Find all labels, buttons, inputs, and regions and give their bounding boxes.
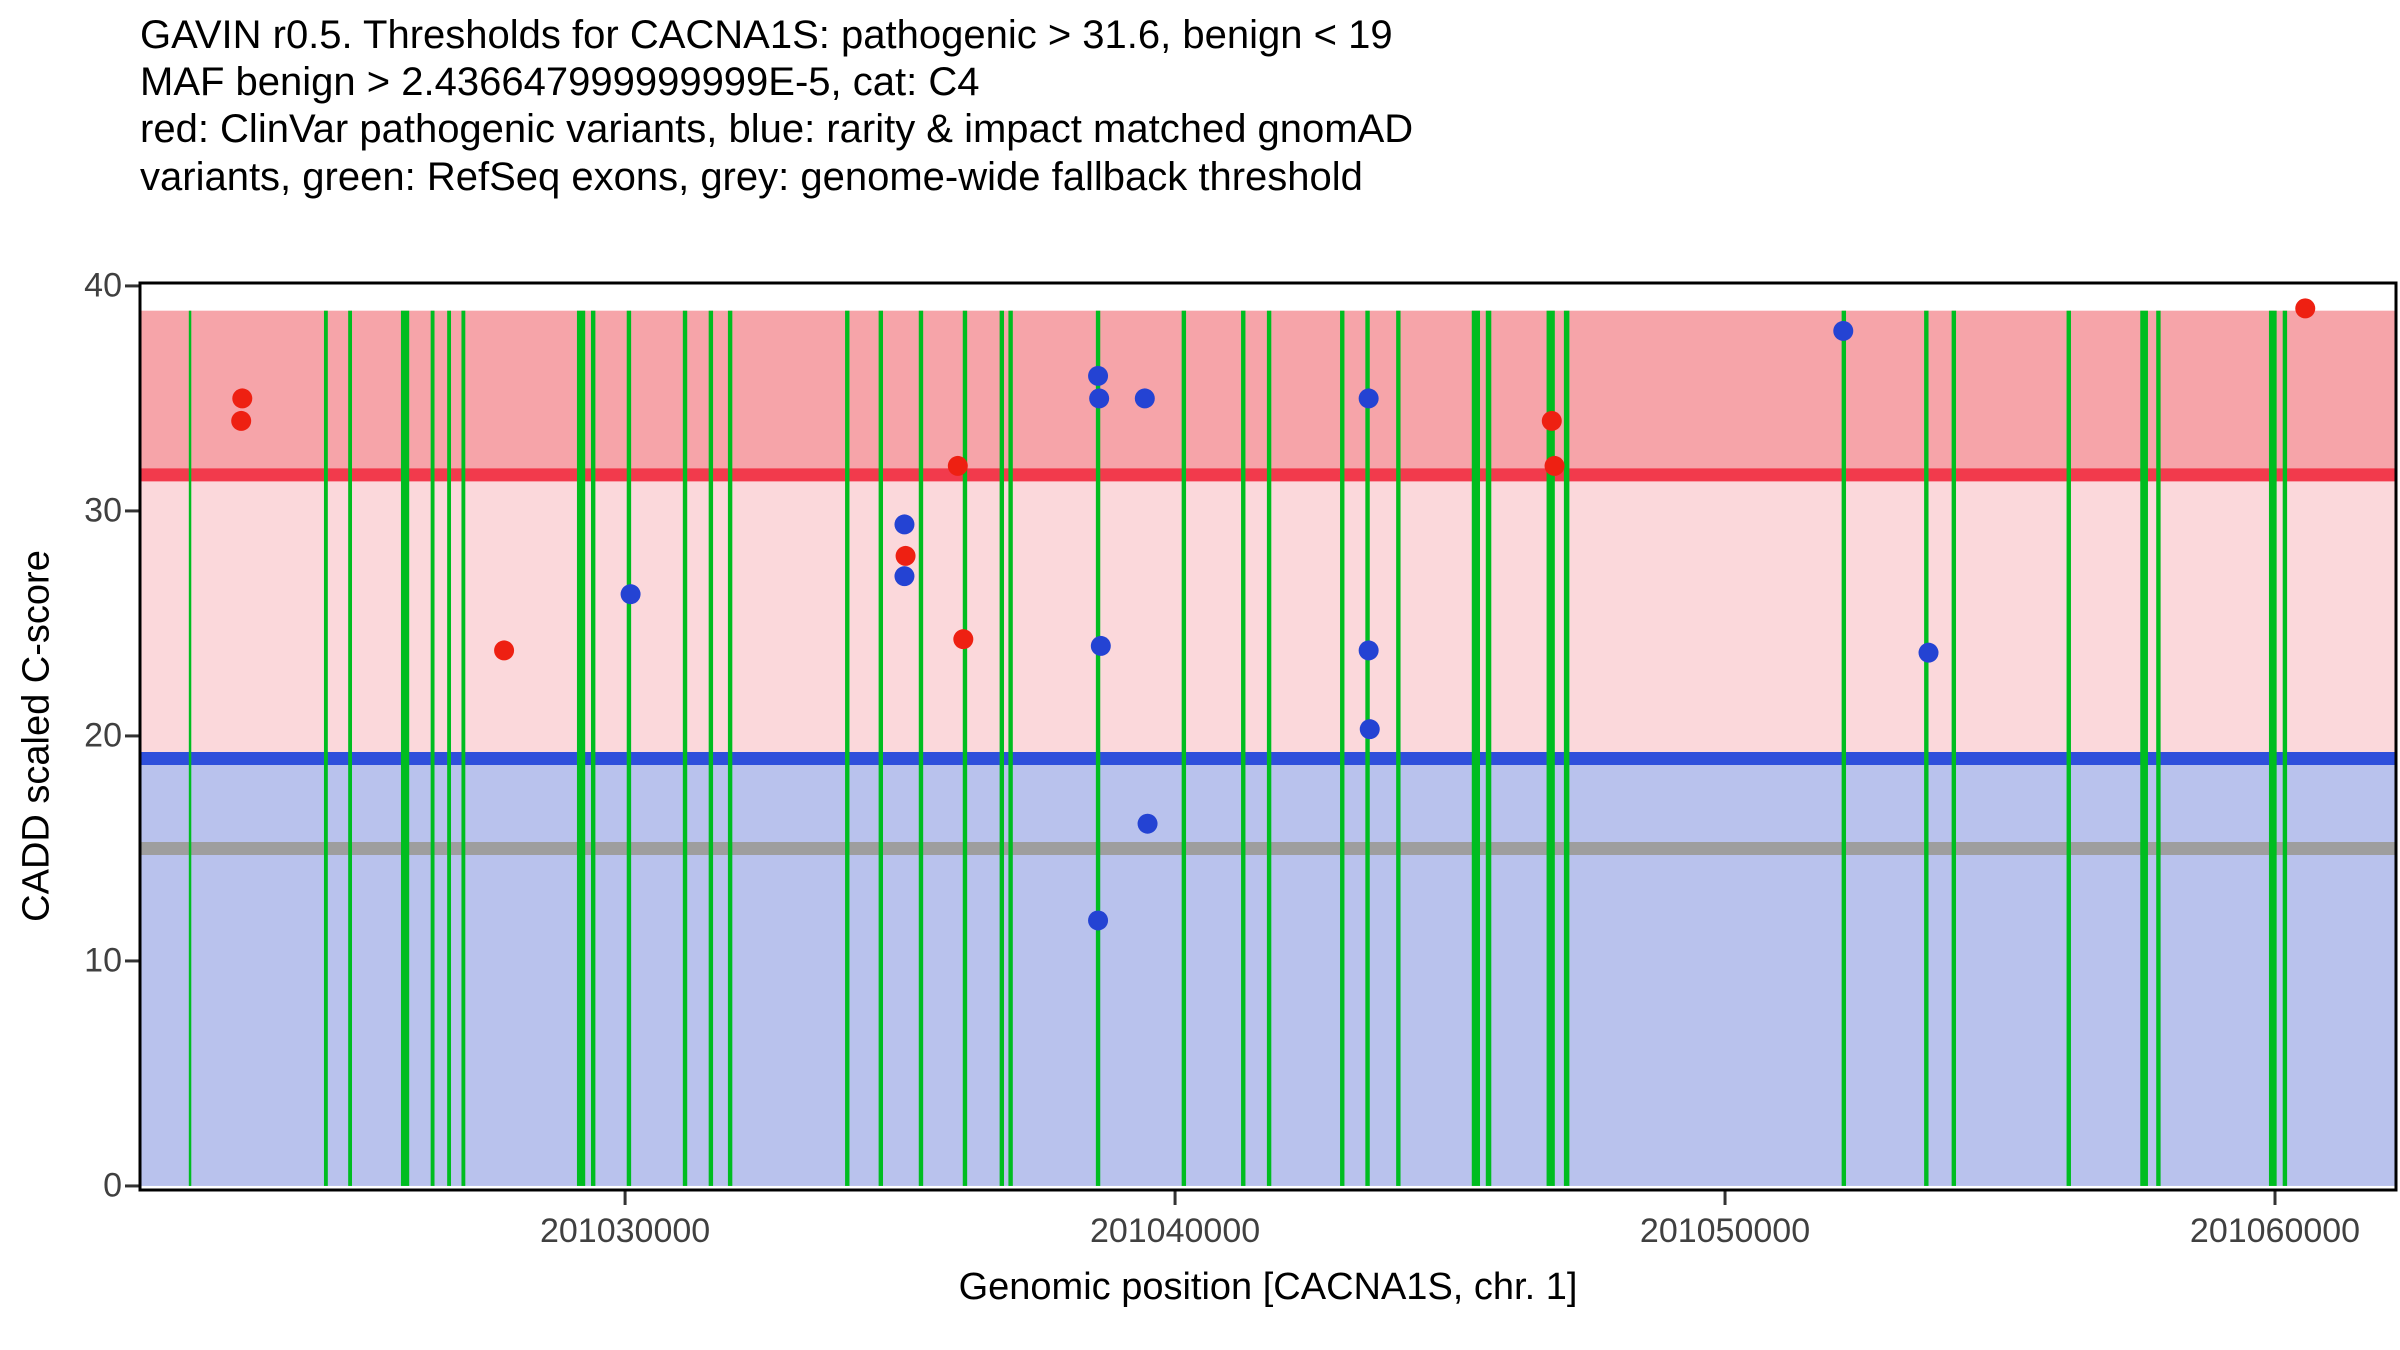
clinvar-pathogenic-point (494, 640, 515, 661)
chart-title-line-4: variants, green: RefSeq exons, grey: gen… (140, 154, 1363, 199)
exon-line (188, 310, 192, 1186)
exon-line (2066, 310, 2071, 1186)
gnomad-matched-point (1358, 388, 1379, 409)
y-axis-tick-label: 30 (84, 491, 122, 530)
exon-line (999, 310, 1005, 1186)
exon-line (708, 310, 714, 1186)
exon-line (1396, 310, 1401, 1186)
exon-line (962, 310, 968, 1186)
exon-line (576, 310, 586, 1186)
exon-line (1241, 310, 1246, 1186)
exon-line (2140, 310, 2148, 1186)
gnomad-matched-point (1089, 388, 1110, 409)
exon-line (1008, 310, 1013, 1186)
exon-line (682, 310, 688, 1186)
clinvar-pathogenic-point (1541, 410, 1562, 431)
x-axis-title: Genomic position [CACNA1S, chr. 1] (958, 1266, 1578, 1308)
y-axis-tick-label: 10 (84, 941, 122, 980)
x-axis-tick-label: 201050000 (1639, 1212, 1811, 1250)
exon-line (1471, 310, 1481, 1186)
gnomad-matched-point (1918, 642, 1939, 663)
exon-line (1841, 310, 1847, 1186)
exon-line (1546, 310, 1555, 1186)
exon-line (1485, 310, 1492, 1186)
exon-line (1951, 310, 1957, 1186)
exon-line (878, 310, 884, 1186)
gnomad-matched-point (1090, 635, 1111, 656)
exon-line (461, 310, 466, 1186)
clinvar-pathogenic-point (2295, 298, 2316, 319)
exon-line (1365, 310, 1370, 1186)
gnomad-matched-point (1359, 719, 1380, 740)
exon-line (727, 310, 733, 1186)
exon-line (2156, 310, 2161, 1186)
exon-line (2268, 310, 2277, 1186)
exon-line (1266, 310, 1272, 1186)
chart-title-line-2: MAF benign > 2.436647999999999E-5, cat: … (140, 60, 980, 105)
exon-line (1181, 310, 1187, 1186)
clinvar-pathogenic-point (1544, 455, 1565, 476)
gnomad-matched-point (1088, 365, 1109, 386)
exon-line (918, 310, 924, 1186)
gnomad-matched-point (894, 514, 915, 535)
exon-line (626, 310, 632, 1186)
x-axis-tick-label: 201060000 (2189, 1212, 2361, 1250)
y-axis-tick-label: 0 (103, 1166, 122, 1205)
exon-line (1095, 310, 1101, 1186)
gnomad-matched-point (894, 566, 915, 587)
chart-title-line-1: GAVIN r0.5. Thresholds for CACNA1S: path… (140, 13, 1393, 57)
exon-line (845, 310, 850, 1186)
gnomad-matched-point (620, 584, 641, 605)
clinvar-pathogenic-point (232, 388, 253, 409)
exon-line (1924, 310, 1929, 1186)
gnomad-matched-point (1833, 320, 1854, 341)
clinvar-pathogenic-point (953, 629, 974, 650)
exon-line (348, 310, 353, 1186)
x-axis-tick-label: 201030000 (539, 1212, 711, 1250)
exon-line (2282, 310, 2288, 1186)
y-axis-tick-label: 20 (84, 716, 122, 755)
clinvar-pathogenic-point (947, 455, 968, 476)
gnomad-matched-point (1358, 640, 1379, 661)
exon-line (400, 310, 410, 1186)
chart-title-line-3: red: ClinVar pathogenic variants, blue: … (140, 107, 1414, 152)
clinvar-pathogenic-point (231, 410, 252, 431)
y-axis-tick-label: 40 (84, 266, 122, 305)
clinvar-pathogenic-point (895, 545, 916, 566)
exon-line (1563, 310, 1570, 1186)
chart-title: GAVIN r0.5. Thresholds for CACNA1S: path… (140, 12, 1413, 201)
exon-line (1340, 310, 1345, 1186)
x-axis-tick-label: 201040000 (1089, 1212, 1261, 1250)
gnomad-matched-point (1134, 388, 1155, 409)
gnomad-matched-point (1088, 910, 1109, 931)
panel-border (138, 281, 2398, 1192)
exon-line (590, 310, 596, 1186)
exon-line (447, 310, 452, 1186)
gnomad-matched-point (1137, 813, 1158, 834)
exon-line (430, 310, 435, 1186)
exon-line (323, 310, 328, 1186)
